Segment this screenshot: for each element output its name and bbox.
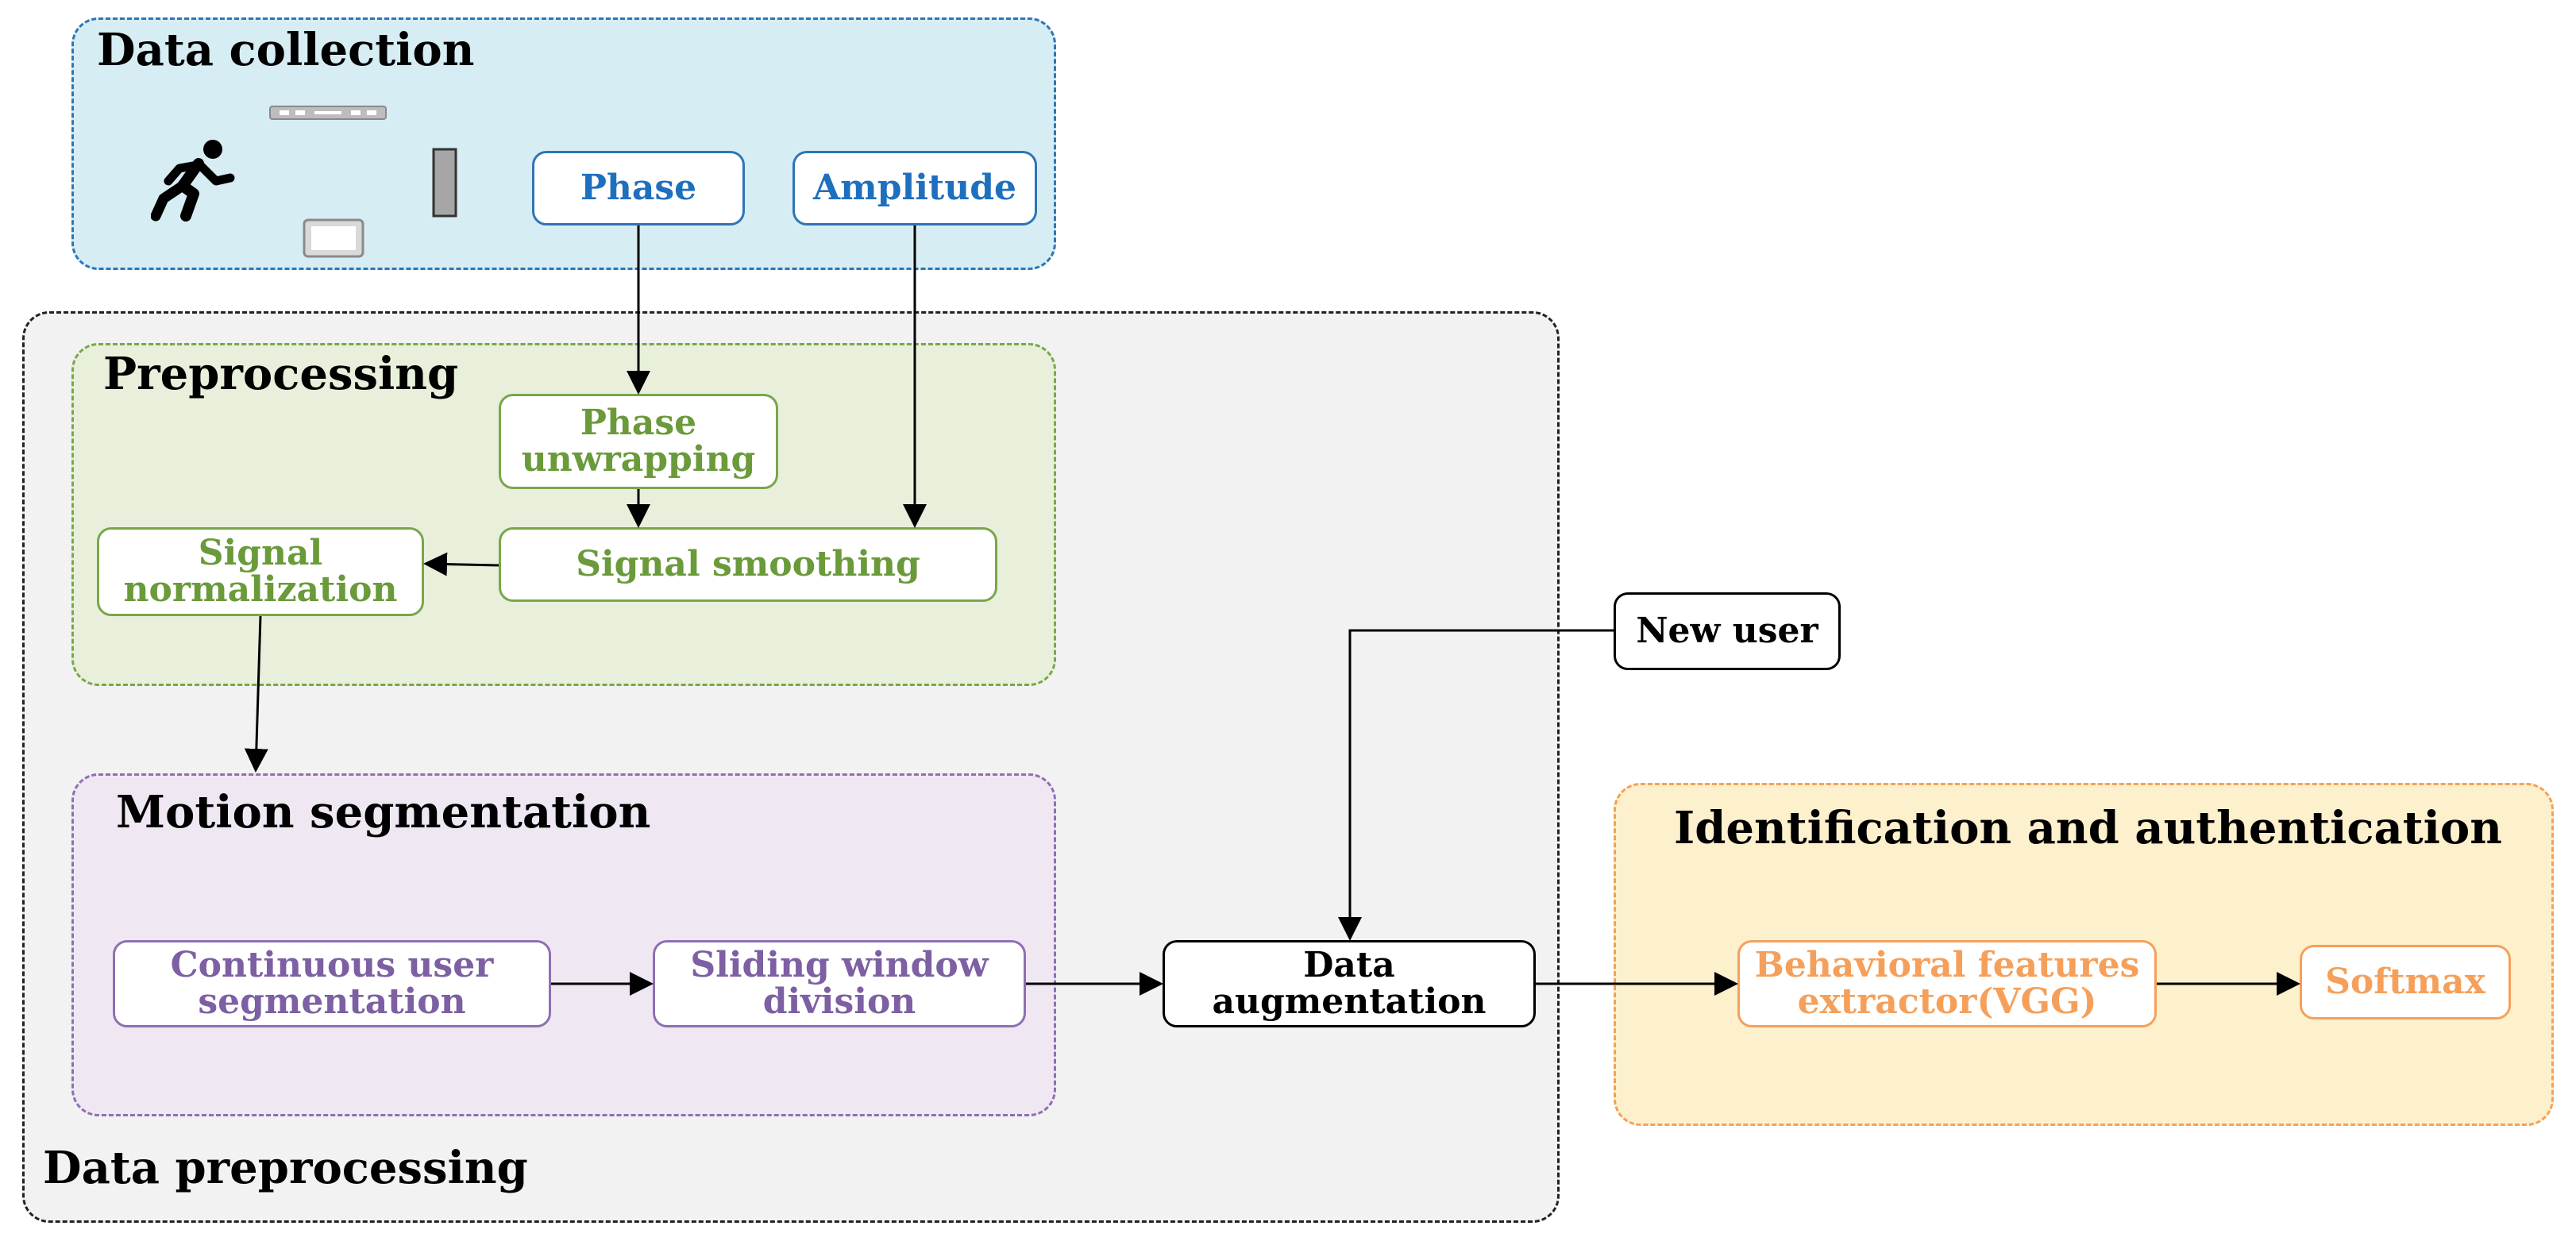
laptop-icon — [303, 218, 364, 258]
preprocessing-label: Preprocessing — [103, 348, 459, 400]
identification-label: Identification and authentication — [1674, 802, 2502, 854]
arrow-newuser-to-augmentation — [1338, 629, 1614, 941]
amplitude-node: Amplitude — [792, 151, 1037, 225]
antenna-icon — [432, 148, 457, 218]
sliding-window-division-node: Sliding window division — [653, 940, 1026, 1027]
new-user-node: New user — [1614, 592, 1841, 670]
wifi-router-icon — [269, 106, 387, 120]
arrow-smoothing-to-normalization — [423, 552, 499, 576]
behavioral-features-extractor-node: Behavioral features extractor(VGG) — [1737, 940, 2157, 1027]
phase-unwrapping-node: Phase unwrapping — [499, 394, 778, 489]
data-preprocessing-label: Data preprocessing — [43, 1142, 528, 1194]
motion-segmentation-label: Motion segmentation — [116, 786, 651, 838]
data-collection-group — [71, 17, 1056, 270]
arrow-normalization-to-segmentation — [244, 615, 268, 773]
running-person-icon — [151, 140, 235, 222]
data-collection-label: Data collection — [97, 24, 475, 76]
continuous-user-segmentation-node: Continuous user segmentation — [113, 940, 551, 1027]
data-augmentation-node: Data augmentation — [1163, 940, 1536, 1027]
signal-smoothing-node: Signal smoothing — [499, 527, 997, 602]
phase-node: Phase — [532, 151, 745, 225]
softmax-node: Softmax — [2300, 945, 2511, 1020]
signal-normalization-node: Signal normalization — [97, 527, 424, 616]
